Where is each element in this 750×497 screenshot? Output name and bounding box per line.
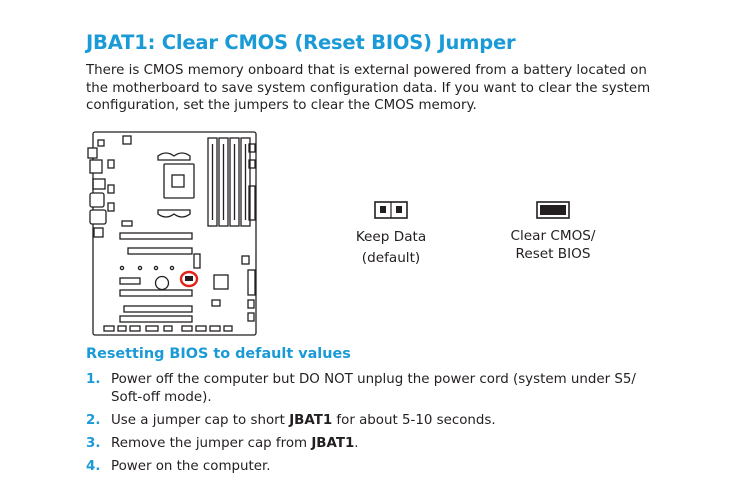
- header: [129, 325, 141, 332]
- battery: [154, 275, 170, 291]
- io-port: [107, 184, 115, 194]
- pcie-slot: [123, 305, 193, 313]
- intro-line: the motherboard to save system configura…: [86, 80, 651, 96]
- step-text-part: .: [354, 435, 359, 451]
- board-outline: [92, 131, 257, 336]
- io-port: [89, 192, 105, 208]
- jbat1-highlight-circle: [179, 270, 199, 288]
- clear-cmos-label: Clear CMOS/ Reset BIOS: [492, 227, 614, 263]
- step-text: Power on the computer.: [111, 458, 271, 474]
- connector: [248, 143, 256, 153]
- steps-list: 1. Power off the computer but DO NOT unp…: [86, 371, 726, 481]
- header: [103, 325, 115, 332]
- cpu-socket-inner: [171, 174, 185, 188]
- dimm-slot: [218, 137, 229, 227]
- list-item: 3. Remove the jumper cap from JBAT1.: [86, 435, 726, 453]
- connector: [211, 299, 221, 307]
- list-item: 1. Power off the computer but DO NOT unp…: [86, 371, 726, 406]
- step-number: 1.: [86, 372, 101, 387]
- motherboard-diagram: [87, 131, 257, 336]
- step-text: Remove the jumper cap from JBAT1.: [111, 435, 726, 453]
- clear-cmos-jumper-icon: [536, 201, 570, 219]
- io-port: [97, 139, 105, 147]
- io-port: [107, 159, 115, 169]
- step-text: Power off the computer but DO NOT unplug…: [111, 372, 636, 387]
- step-number: 3.: [86, 435, 101, 451]
- connector: [241, 255, 250, 265]
- step-bold-term: JBAT1: [311, 435, 355, 451]
- step-number: 2.: [86, 412, 101, 428]
- intro-paragraph: There is CMOS memory onboard that is ext…: [86, 62, 686, 115]
- cpu-cooler-bracket: [157, 209, 191, 218]
- io-port: [107, 202, 115, 212]
- step-bold-term: JBAT1: [289, 412, 333, 428]
- step-number: 4.: [86, 458, 101, 474]
- io-port: [89, 209, 107, 225]
- step-text: Use a jumper cap to short JBAT1 for abou…: [111, 412, 726, 430]
- cpu-cooler-bracket: [157, 152, 191, 161]
- connector: [248, 159, 256, 169]
- chip: [193, 253, 201, 269]
- pcie-slot: [119, 232, 193, 240]
- header: [195, 325, 207, 332]
- pcie-slot: [119, 289, 193, 297]
- connector: [247, 312, 255, 322]
- intro-line: configuration, set the jumpers to clear …: [86, 98, 477, 114]
- io-port: [87, 147, 98, 159]
- keep-data-jumper-icon: [374, 201, 408, 219]
- step-text: Soft-off mode).: [111, 389, 212, 405]
- list-item: 2. Use a jumper cap to short JBAT1 for a…: [86, 412, 726, 430]
- connector: [247, 269, 256, 296]
- chipset: [213, 274, 229, 290]
- clear-cmos-label-line: Reset BIOS: [515, 246, 591, 262]
- list-item: 4. Power on the computer.: [86, 458, 726, 476]
- cpu-socket: [163, 163, 195, 199]
- keep-data-default-label: (default): [361, 250, 421, 266]
- header: [163, 325, 173, 332]
- step-text-part: Use a jumper cap to short: [111, 412, 290, 428]
- connector: [248, 185, 256, 221]
- io-port: [122, 135, 132, 145]
- io-port: [89, 159, 103, 174]
- chip: [121, 220, 133, 227]
- dimm-slot: [229, 137, 240, 227]
- jbat1-jumper: [185, 276, 193, 281]
- keep-data-label: Keep Data (default): [342, 227, 440, 269]
- connector: [247, 299, 255, 309]
- pcie-slot: [127, 247, 193, 255]
- keep-data-label-line: Keep Data: [355, 229, 427, 245]
- chip: [119, 277, 141, 285]
- intro-line: There is CMOS memory onboard that is ext…: [86, 63, 647, 78]
- step-text-part: Remove the jumper cap from: [111, 435, 312, 451]
- section-title: Resetting BIOS to default values: [86, 346, 351, 362]
- header: [145, 325, 159, 332]
- header: [223, 325, 233, 332]
- step-text-part: for about 5-10 seconds.: [332, 412, 496, 428]
- io-port: [93, 227, 104, 238]
- io-port: [92, 178, 106, 190]
- pcie-slot: [119, 315, 193, 323]
- clear-cmos-label-line: Clear CMOS/: [510, 228, 596, 244]
- page-title: JBAT1: Clear CMOS (Reset BIOS) Jumper: [86, 31, 516, 54]
- dimm-slot: [207, 137, 218, 227]
- header: [117, 325, 127, 332]
- header: [209, 325, 221, 332]
- header: [181, 325, 193, 332]
- dimm-slot: [240, 137, 251, 227]
